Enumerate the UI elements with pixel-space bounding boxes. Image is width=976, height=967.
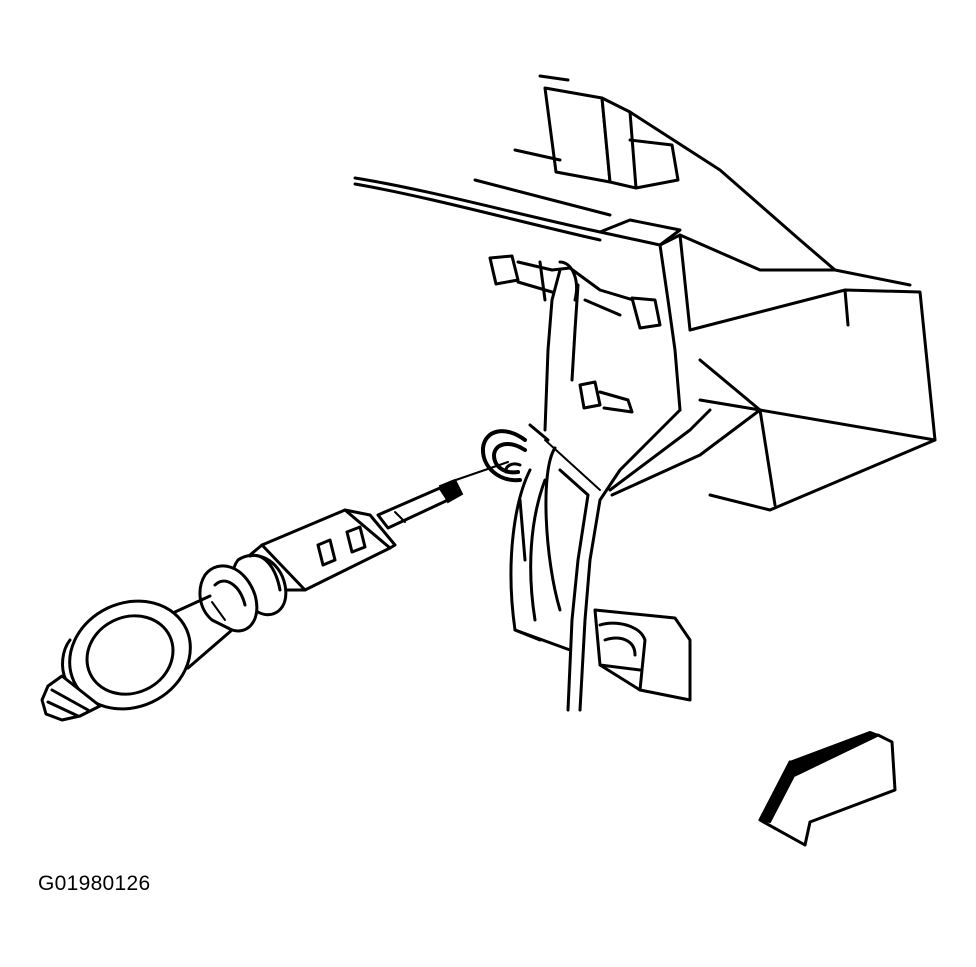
pedal-support-bracket [355,76,935,710]
switch-plunger [378,480,462,528]
clutch-pedal-switch [42,510,395,728]
retainer-clip [483,425,548,480]
pivot-bolt [490,256,660,328]
switch-stud [580,382,632,412]
figure-id-label: G01980126 [38,872,151,895]
front-of-vehicle-arrow-icon [760,732,895,845]
installation-guide-line [450,440,600,490]
